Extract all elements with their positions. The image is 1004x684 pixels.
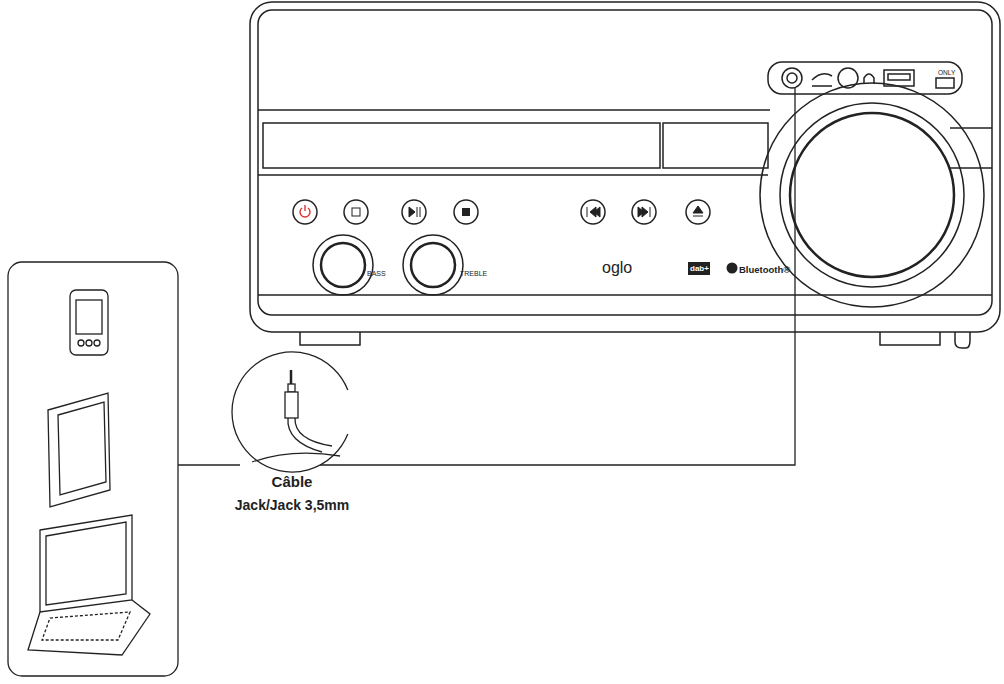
source-button: [344, 200, 368, 224]
tablet-icon: [48, 393, 110, 507]
jack-plug: [252, 370, 340, 462]
power-button: [293, 200, 317, 224]
dab-logo-box: [688, 262, 710, 275]
foot: [955, 332, 970, 348]
laptop-screen: [40, 515, 132, 612]
eject-button: [686, 200, 710, 224]
stereo-unit-drawing: [250, 2, 1000, 348]
knob-label: TREBLE: [460, 270, 487, 277]
panel-line: [258, 109, 770, 111]
eject-symbol: [693, 206, 703, 216]
phone-icon: [70, 290, 108, 355]
device-wire: [178, 464, 240, 465]
next-button: [632, 200, 656, 224]
dab-logo: dab+: [690, 265, 709, 273]
laptop-screen-inner: [46, 522, 126, 605]
cable-title: Câble: [272, 474, 313, 489]
phone-key: [94, 340, 100, 346]
aux-jack: [782, 68, 802, 88]
prev-button: [581, 200, 605, 224]
usb-note: ONLY: [938, 70, 955, 77]
stereo-unit: BASS TREBLE oglo dab+ Bluetooth® ONLY: [250, 2, 1000, 332]
aux-jack: [787, 73, 797, 83]
housing-inner: [258, 10, 992, 315]
usb-stick-icon: [936, 78, 954, 88]
aux-icon: [812, 74, 832, 86]
brand-logo: oglo: [602, 260, 632, 276]
volume-ring: [780, 103, 964, 287]
bass-knob: [313, 235, 373, 295]
cable-spec: Jack/Jack 3,5mm: [235, 498, 349, 512]
cd-slot: [263, 123, 660, 168]
foot: [300, 332, 360, 345]
usb-port: [888, 74, 910, 80]
prev-symbol: [587, 207, 600, 217]
volume-knob: [790, 113, 954, 277]
phone-key: [86, 340, 92, 346]
phone-key: [78, 340, 84, 346]
volume-ring: [760, 83, 984, 307]
display: [663, 123, 768, 168]
treble-knob: [403, 235, 463, 295]
play-button: [402, 200, 426, 224]
play-symbol: [409, 207, 420, 217]
bass-knob: [321, 243, 365, 287]
devices-box: [8, 262, 178, 676]
panel-line: [258, 174, 768, 176]
panel-line: [950, 167, 992, 169]
panel-line: [950, 127, 992, 129]
devices: [8, 262, 178, 676]
knob-label: BASS: [367, 270, 386, 277]
treble-knob: [411, 243, 455, 287]
button-symbols: [300, 205, 738, 275]
stop-button: [454, 200, 478, 224]
source-symbol: [352, 208, 360, 216]
bluetooth-logo: [727, 263, 738, 274]
phone-screen: [76, 300, 102, 334]
audio-cable: [320, 88, 795, 465]
power-symbol: [300, 205, 310, 217]
foot: [880, 332, 940, 345]
laptop-keyboard: [42, 612, 130, 640]
bluetooth-logo: Bluetooth®: [739, 265, 790, 275]
tablet-screen: [58, 402, 106, 495]
next-symbol: [638, 207, 650, 217]
laptop-base: [28, 600, 150, 655]
panel-line: [258, 294, 992, 296]
jack-panel: [768, 62, 962, 94]
callout-outline: [226, 350, 358, 520]
callout-circle: [232, 352, 348, 472]
stop-symbol: [462, 208, 470, 216]
cable-callout: CâbleJack/Jack 3,5mm: [226, 350, 358, 520]
housing: [250, 2, 1000, 332]
